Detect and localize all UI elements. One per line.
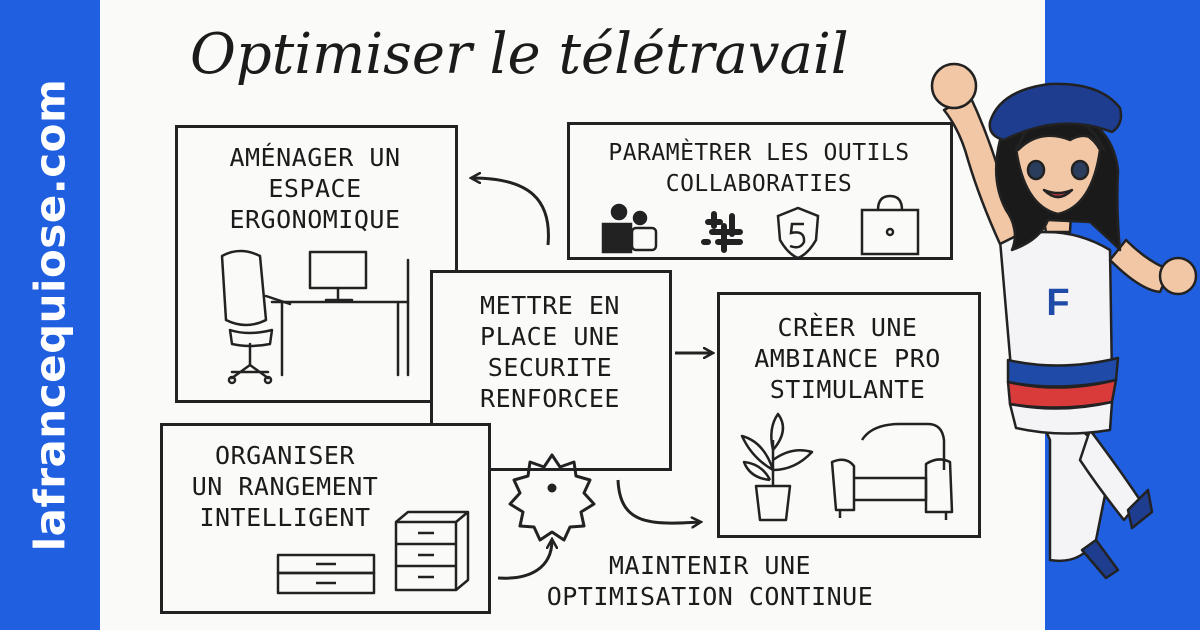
diagram-title: Optimiser le télétravail (190, 22, 849, 87)
rangement-line-2: UN RANGEMENT (191, 472, 379, 501)
mascot-illustration (930, 62, 1198, 580)
slack-icon (701, 211, 743, 253)
node-box-parametrer (567, 122, 953, 260)
node-label-amenager: AMÉNAGER UN ESPACE ERGONOMIQUE (180, 142, 450, 235)
arrow-from-rangement (497, 540, 552, 580)
parametrer-line-1: PARAMÈTRER LES OUTILS (608, 140, 910, 166)
arrow-to-optimisation (616, 479, 700, 523)
filing-cabinet-icon (276, 510, 470, 595)
securite-line-4: RENFORCEE (480, 384, 620, 413)
node-label-parametrer: PARAMÈTRER LES OUTILS COLLABORATIES (570, 138, 948, 200)
rangement-line-3: INTELLIGENT (199, 503, 371, 532)
parametrer-line-2: COLLABORATIES (665, 171, 853, 197)
node-label-securite: METTRE EN PLACE UNE SECURITE RENFORCEE (433, 290, 667, 414)
optimisation-line-2: OPTIMISATION CONTINUE (546, 582, 874, 611)
armchair-icon (830, 422, 954, 520)
securite-line-2: PLACE UNE (480, 322, 620, 351)
shield-icon (776, 206, 820, 260)
rangement-line-1: ORGANISER (215, 441, 355, 470)
node-label-rangement: ORGANISER UN RANGEMENT INTELLIGENT (165, 440, 405, 533)
ambiance-line-1: CRÈER UNE (777, 313, 918, 342)
amenager-line-3: ERGONOMIQUE (229, 205, 401, 234)
amenager-line-1: AMÉNAGER UN (229, 143, 401, 172)
arrow-to-amenager (472, 178, 550, 246)
lock-icon (860, 194, 920, 256)
node-label-optimisation: MAINTENIR UNE OPTIMISATION CONTINUE (500, 550, 920, 612)
gear-icon (508, 453, 596, 542)
securite-line-3: SECURITE (487, 353, 613, 382)
plant-icon (740, 412, 814, 522)
teams-icon (601, 203, 658, 254)
optimisation-line-1: MAINTENIR UNE (608, 551, 812, 580)
ambiance-line-3: STIMULANTE (769, 375, 926, 404)
ambiance-line-2: AMBIANCE PRO (754, 344, 941, 373)
securite-line-1: METTRE EN (480, 291, 620, 320)
node-box-securite (430, 270, 672, 471)
brand-sidebar: lafrancequiose.com (0, 0, 100, 630)
node-label-ambiance: CRÈER UNE AMBIANCE PRO STIMULANTE (720, 312, 975, 405)
amenager-line-2: ESPACE (268, 174, 362, 203)
mascot-shirt-letter: F (1046, 282, 1070, 324)
office-chair-desk-icon (220, 249, 410, 385)
node-box-ambiance (717, 292, 981, 538)
